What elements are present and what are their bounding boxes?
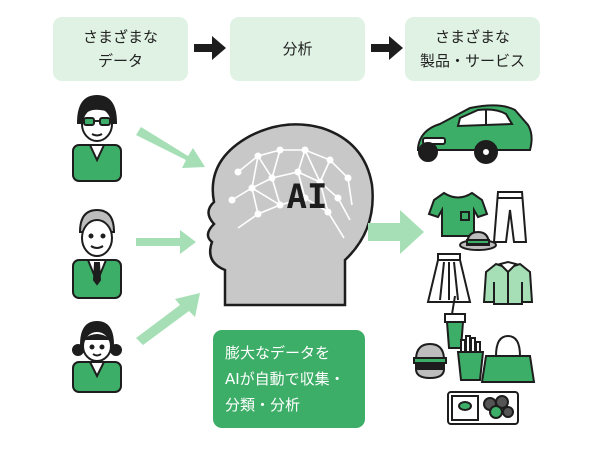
person-woman-glasses-icon: [72, 94, 122, 182]
output-arrow: [368, 210, 424, 254]
flow-step-products-line2: 製品・サービス: [419, 52, 525, 70]
flow-step-data: さまざまな データ: [53, 17, 188, 81]
car-icon: [417, 104, 533, 164]
input-arrow-middle: [136, 230, 196, 254]
flow-step-analysis: 分析: [230, 17, 365, 81]
flow-step-analysis-line1: 分析: [282, 40, 313, 58]
flow-arrow-2: [371, 36, 403, 60]
hat-icon: [459, 230, 497, 251]
burger-icon: [413, 342, 447, 380]
tshirt-icon: [427, 191, 489, 237]
ai-head-icon: [206, 123, 374, 307]
callout-line2: AIが自動で収集・: [225, 370, 345, 388]
trousers-icon: [492, 191, 528, 243]
flow-step-products: さまざまな 製品・サービス: [405, 17, 540, 81]
ai-description-callout: 膨大なデータを AIが自動で収集・ 分類・分析: [213, 330, 365, 428]
person-older-man-icon: [72, 208, 122, 299]
shopping-bag-icon: [480, 334, 536, 383]
skirt-icon: [426, 253, 472, 303]
bento-box-icon: [447, 391, 519, 425]
flow-step-data-line2: データ: [97, 52, 143, 70]
shirt-icon: [482, 260, 534, 305]
person-girl-icon: [72, 320, 122, 393]
callout-line3: 分類・分析: [225, 396, 301, 414]
input-arrow-top: [136, 127, 205, 168]
input-arrow-bottom: [136, 293, 200, 345]
flow-arrow-1: [194, 36, 226, 60]
ai-label: AI: [286, 177, 328, 217]
callout-line1: 膨大なデータを: [225, 344, 331, 362]
fries-icon: [456, 335, 485, 381]
flow-step-data-line1: さまざまな: [82, 28, 158, 46]
flow-step-products-line1: さまざまな: [434, 28, 510, 46]
